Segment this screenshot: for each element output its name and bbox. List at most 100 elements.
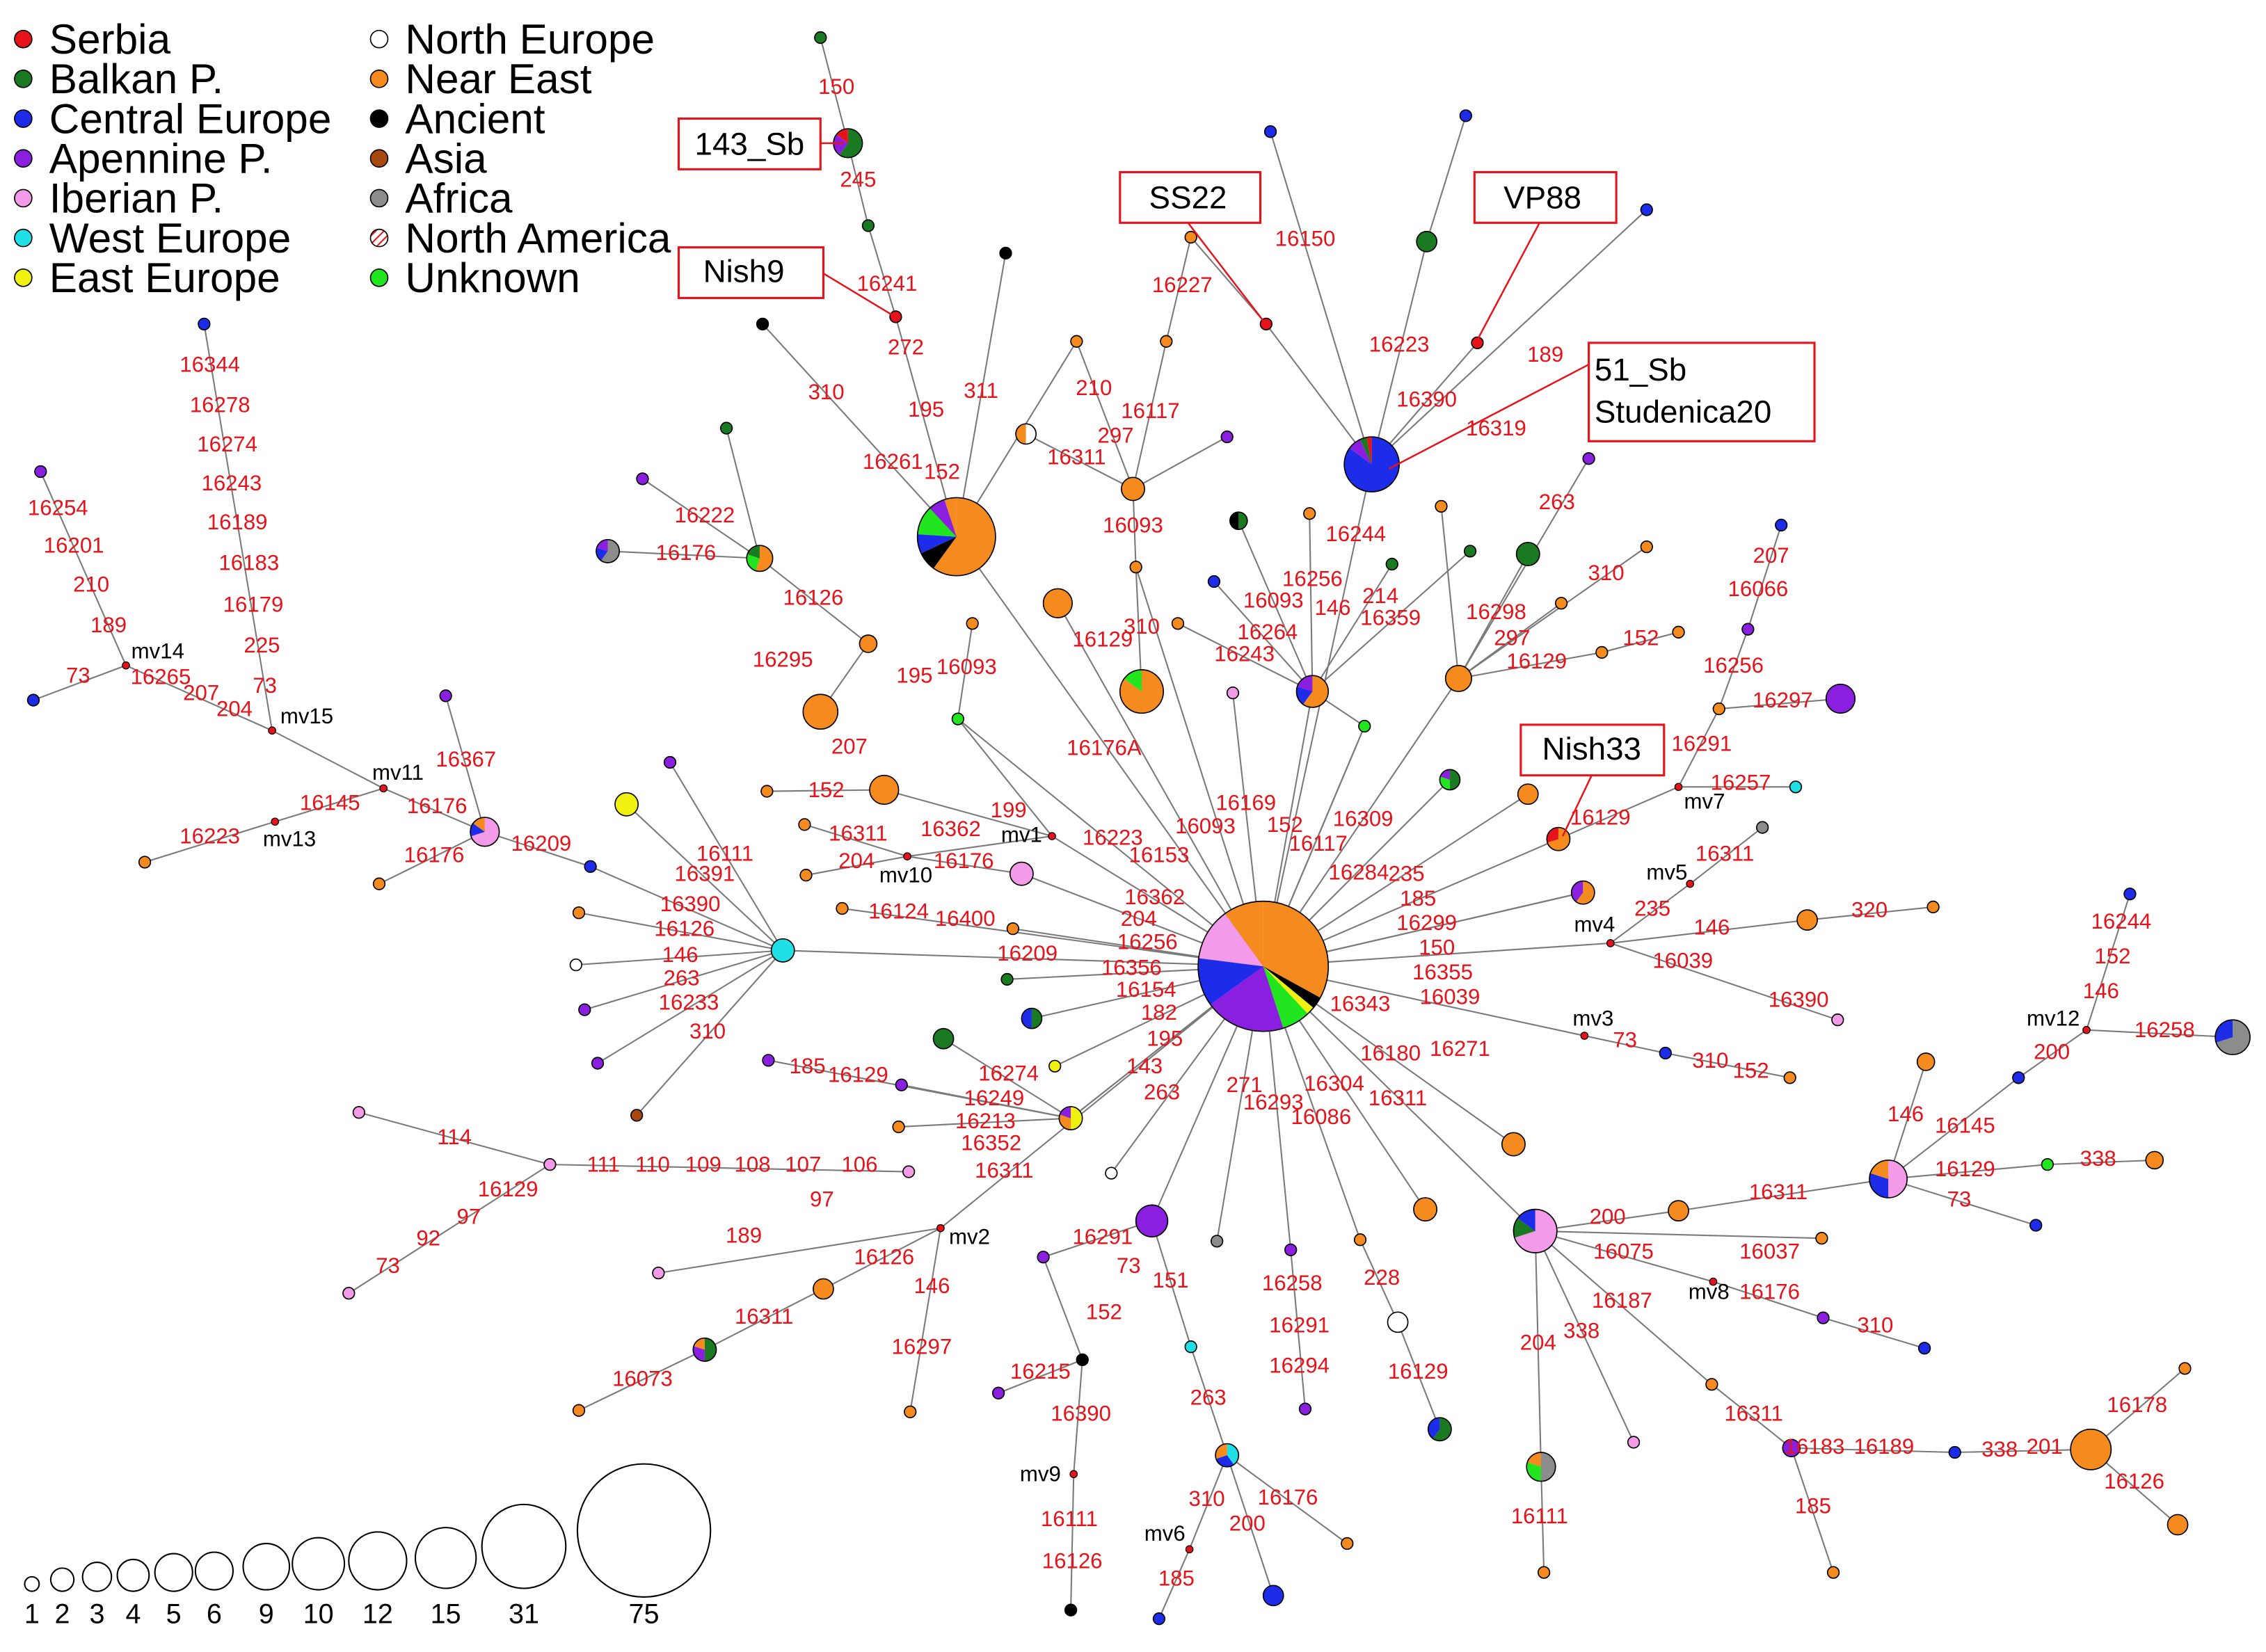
edge-line — [2018, 1029, 2087, 1079]
haplotype-cb5 — [1775, 518, 1788, 532]
haplotype-node — [814, 31, 827, 45]
haplotype-ip8 — [652, 1266, 665, 1280]
legend-label: Asia — [405, 135, 487, 182]
median-vector-node — [1580, 1032, 1589, 1040]
pie-slice — [1224, 901, 1263, 967]
haplotype-node — [1070, 335, 1083, 348]
edge-line — [1711, 1384, 1792, 1449]
haplotype-node — [1413, 1197, 1438, 1222]
haplotype-node — [2123, 888, 2137, 901]
edge-line — [806, 856, 908, 876]
median-vector-label: mv6 — [1144, 1521, 1186, 1546]
haplotype-o51 — [1517, 783, 1539, 805]
edge-line — [607, 550, 760, 559]
edge-line — [274, 787, 384, 823]
haplotype-node — [991, 1386, 1005, 1400]
edge-line — [1226, 1454, 1275, 1596]
haplotype-mx8 — [1513, 1208, 1558, 1253]
haplotype-o34 — [1353, 1233, 1367, 1246]
mutation-label: 16187 — [1592, 1288, 1652, 1313]
mutation-label: 207 — [831, 735, 868, 759]
callout-leader — [1476, 222, 1540, 341]
mutation-label: 16111 — [1511, 1504, 1568, 1528]
edge-line — [1718, 698, 1841, 710]
legend-swatch — [369, 70, 389, 88]
haplotype-node — [1220, 430, 1234, 444]
size-circle — [154, 1553, 193, 1592]
legend-swatch — [14, 268, 33, 287]
mutation-label: 16154 — [1116, 977, 1176, 1002]
haplotype-o44 — [2178, 1362, 2192, 1375]
haplotype-node — [578, 1003, 591, 1016]
edge-line — [907, 856, 1022, 875]
haplotype-node — [1537, 1566, 1551, 1579]
edge-line — [1076, 341, 1134, 490]
haplotype-cb12 — [2029, 1219, 2043, 1232]
haplotype-node — [892, 1120, 905, 1134]
mutation-label: 16264 — [1238, 620, 1298, 644]
mutation-label: 16311 — [1695, 841, 1754, 865]
mutation-label: 16254 — [28, 495, 88, 520]
haplotype-node — [2167, 1514, 2189, 1536]
haplotype-outline — [470, 817, 500, 847]
mutation-label: 16299 — [1396, 911, 1457, 935]
pie-slice — [1215, 1443, 1227, 1459]
edge-line — [1535, 1230, 1822, 1240]
edge-line — [1790, 1447, 1835, 1573]
edge-line — [1610, 919, 1808, 944]
mutation-label: 16066 — [1728, 577, 1789, 601]
mutation-label: 310 — [1857, 1313, 1893, 1337]
mutation-label: 16223 — [1083, 826, 1143, 850]
mutation-label: 200 — [1590, 1204, 1626, 1228]
haplotype-node — [1741, 623, 1755, 636]
mutation-label: 110 — [635, 1153, 670, 1177]
haplotype-node — [1515, 542, 1540, 566]
mutation-label: 16297 — [1753, 688, 1813, 712]
legend-swatch — [14, 189, 33, 208]
mutation-label: 195 — [896, 664, 932, 688]
haplotype-ip1 — [1226, 687, 1240, 700]
haplotype-o29 — [892, 1120, 905, 1134]
edge-line — [804, 824, 908, 858]
haplotype-node — [1105, 1166, 1118, 1180]
mutation-label: 16359 — [1360, 605, 1421, 629]
median-vector-label: mv11 — [372, 760, 424, 785]
haplotype-o28 — [1006, 922, 1020, 936]
edge-line — [1311, 550, 1471, 692]
callout-box — [1519, 723, 1666, 777]
haplotype-mx9 — [1869, 1160, 1908, 1198]
size-circle — [242, 1542, 291, 1591]
edge-line — [898, 1117, 1071, 1128]
haplotype-node — [1435, 499, 1448, 513]
haplotype-ap14 — [1135, 1204, 1169, 1237]
mutation-label: 150 — [818, 74, 854, 99]
edge-line — [998, 1358, 1083, 1394]
haplotype-node — [1782, 1438, 1801, 1458]
haplotype-node — [951, 712, 965, 725]
haplotype-node — [1640, 540, 1653, 554]
mutation-label: 271 — [1227, 1073, 1263, 1097]
haplotype-node — [1009, 861, 1034, 886]
mutation-label: 16176 — [934, 849, 994, 873]
network-nodes — [26, 31, 2251, 1626]
mutation-label: 73 — [376, 1253, 400, 1278]
mutation-label: 152 — [808, 778, 845, 802]
edge-line — [1397, 1322, 1441, 1430]
mutation-label: 228 — [1364, 1265, 1400, 1290]
haplotype-ap9 — [663, 755, 677, 769]
median-vector-node — [903, 852, 911, 860]
haplotype-node — [1463, 545, 1477, 558]
haplotype-node — [1916, 1052, 1936, 1071]
median-vector-label: mv1 — [1001, 822, 1042, 847]
haplotype-nish9 — [889, 310, 902, 323]
mutation-label: 16304 — [1304, 1071, 1364, 1096]
haplotype-mx3 — [1021, 1007, 1043, 1029]
haplotype-node — [2070, 1428, 2112, 1470]
edge-line — [1426, 115, 1467, 242]
size-label: 75 — [629, 1598, 660, 1629]
pie-slice — [1428, 1418, 1440, 1439]
median-vector-node — [1709, 1277, 1718, 1286]
mutation-label: 108 — [735, 1153, 771, 1177]
haplotype-node — [1262, 1585, 1284, 1607]
haplotype-o45 — [2167, 1514, 2189, 1536]
